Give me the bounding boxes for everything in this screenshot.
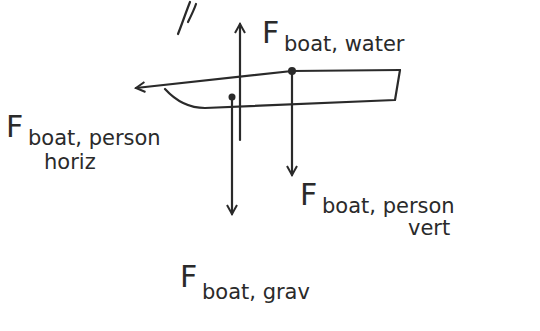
center-of-mass-point	[229, 94, 236, 101]
partial-scribble	[178, 2, 196, 34]
force-subscript: vert	[408, 218, 450, 239]
gravity-force-arrow	[231, 97, 233, 214]
force-subscript: boat, grav	[202, 282, 310, 303]
horizontal-force-arrow	[136, 71, 292, 88]
force-subscript: boat, water	[284, 34, 404, 55]
force-subscript: boat, person	[28, 128, 161, 149]
boat-deck	[292, 70, 400, 71]
force-subscript: horiz	[44, 152, 96, 173]
water-force-arrow	[239, 24, 241, 140]
person-point	[288, 67, 296, 75]
person-vertical-force-arrow	[291, 71, 293, 175]
boat-hull	[165, 70, 400, 108]
force-subscript: boat, person	[322, 196, 455, 217]
force-symbol: F	[300, 180, 317, 210]
force-symbol: F	[262, 18, 279, 48]
force-symbol: F	[6, 112, 23, 142]
force-symbol: F	[180, 262, 197, 292]
